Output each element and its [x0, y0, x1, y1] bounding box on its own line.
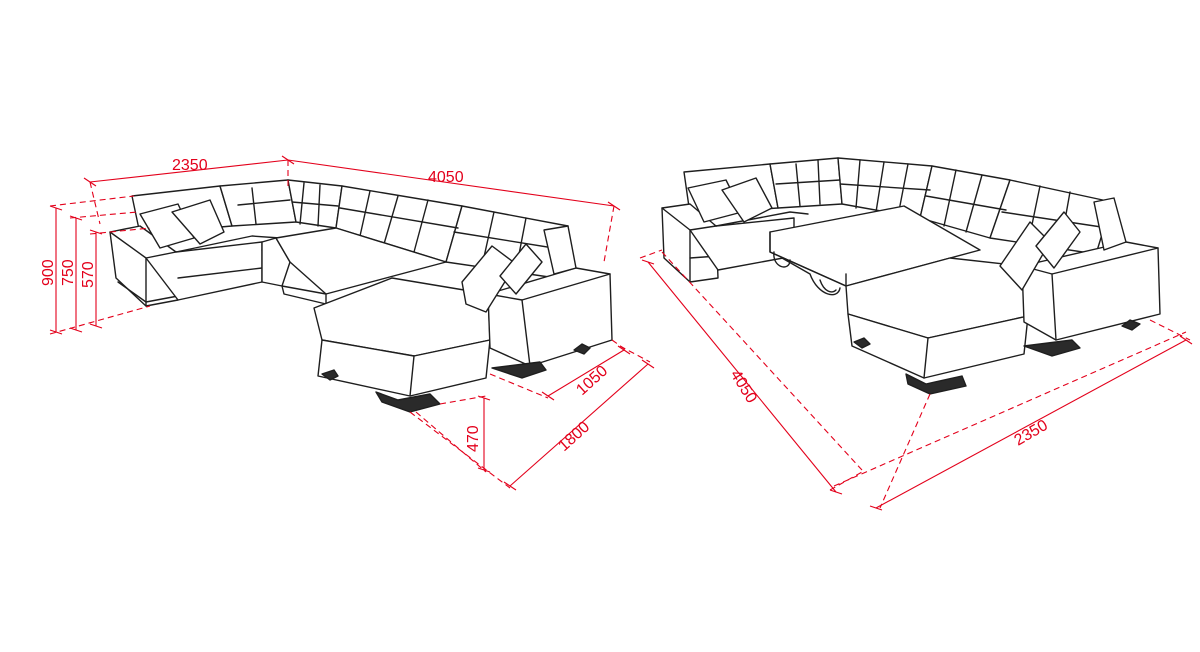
right-pillow-4 [1035, 211, 1081, 269]
left-middle-seat [275, 227, 447, 295]
left-dimensions [49, 155, 655, 491]
dim-label-750: 750 [60, 259, 77, 286]
right-back-right-end [1093, 197, 1127, 251]
dim-label-4050-top: 4050 [428, 169, 464, 186]
right-bed-mechanism [773, 251, 841, 296]
left-pillow-3 [461, 245, 517, 313]
dim-label-4050-right: 4050 [727, 367, 760, 406]
dim-label-470: 470 [465, 425, 482, 452]
dim-label-1050: 1050 [573, 362, 611, 399]
dim-label-570: 570 [80, 261, 97, 288]
dim-label-1800: 1800 [555, 418, 593, 455]
left-sofa-drawing [109, 179, 613, 413]
left-pillow-2 [171, 199, 225, 245]
left-back-right-end [543, 225, 577, 275]
dim-label-2350-right: 2350 [1012, 417, 1051, 450]
right-sofa-drawing [661, 157, 1161, 395]
right-dimensions [639, 249, 1193, 511]
left-pillow-4 [499, 243, 543, 295]
dim-label-900: 900 [40, 259, 57, 286]
dim-label-2350-top: 2350 [172, 157, 208, 174]
right-pillow-2 [721, 177, 773, 223]
